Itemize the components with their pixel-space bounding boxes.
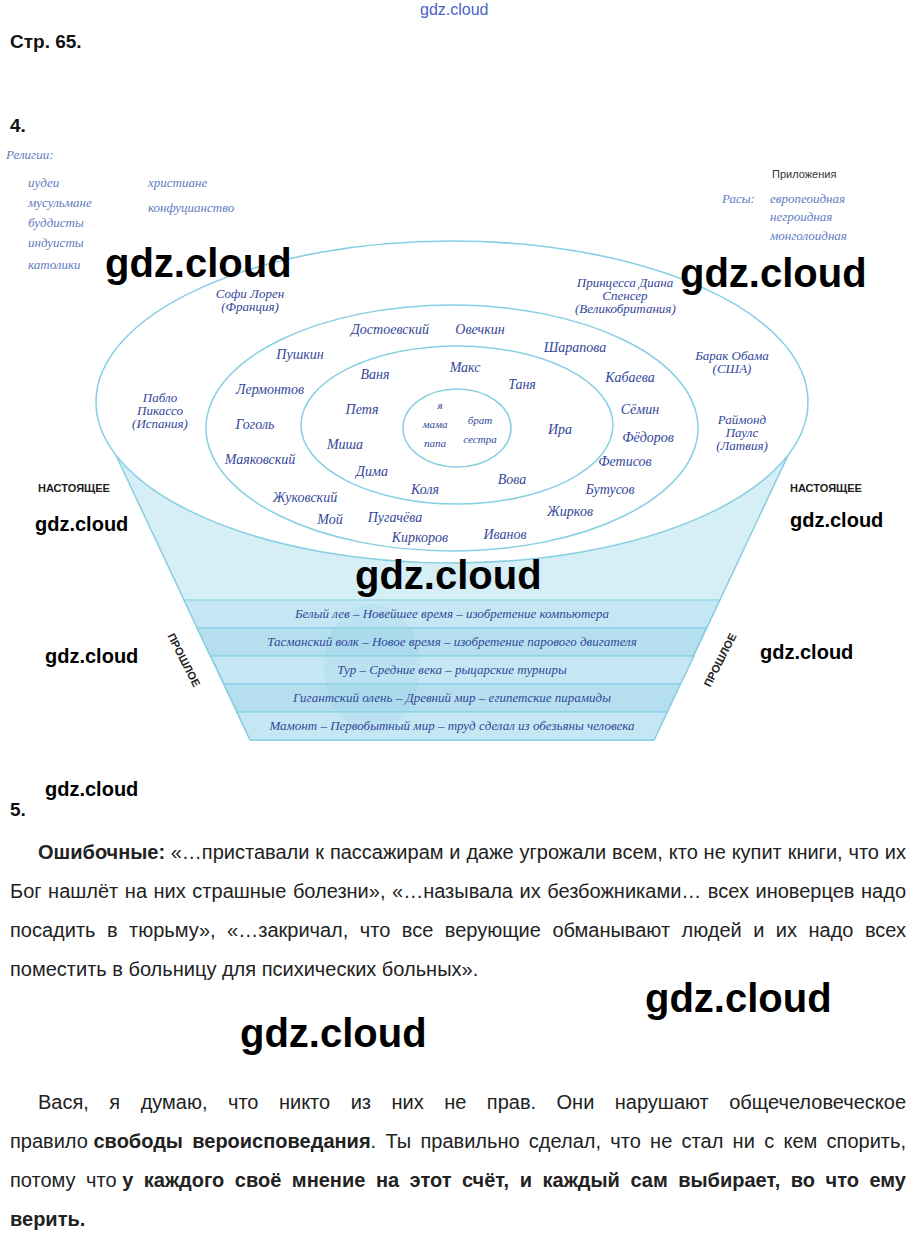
era-text: Гигантский олень – Древний мир – египетс… xyxy=(293,691,611,705)
era-band: Тасманский волк – Новое время – изобрете… xyxy=(197,628,706,656)
circle-ring: Достоевский ОвечкинПушкин ШараповаЛермонто… xyxy=(205,304,699,552)
person-name: Принцесса Диана Спенсер (Великобритания) xyxy=(575,276,675,315)
task-number: 5. xyxy=(10,800,26,821)
band-shape xyxy=(184,600,720,628)
watermark: gdz.cloud xyxy=(105,243,292,283)
person-name: Миша xyxy=(327,438,363,452)
answer-emphasis: свободы вероисповедания xyxy=(93,1130,370,1152)
era-band: Мамонт – Первобытный мир – труд сделал и… xyxy=(237,712,667,740)
person-name: Достоевский xyxy=(351,323,429,337)
watermark: gdz.cloud xyxy=(760,642,853,662)
watermark: gdz.cloud xyxy=(45,779,138,799)
watermark: gdz.cloud xyxy=(420,2,489,18)
person-name: брат xyxy=(468,413,492,427)
race-item: монголоидная xyxy=(770,229,847,243)
person-name: Таня xyxy=(508,378,536,392)
ring-shape xyxy=(301,346,613,504)
person-name: Вова xyxy=(498,473,527,487)
person-name: Фетисов xyxy=(598,455,651,469)
person-name: Петя xyxy=(346,403,379,417)
circle-ring: я мама папа брат сестра xyxy=(402,388,512,468)
person-name: Гоголь xyxy=(236,418,275,432)
person-name: Софи Лорен (Франция) xyxy=(215,287,285,313)
answer-emphasis: у каждого своё мнение на этот счёт, и ка… xyxy=(10,1169,906,1230)
watermark: gdz.cloud xyxy=(355,555,542,595)
time-label: ПРОШЛОЕ xyxy=(701,631,738,688)
time-label: НАСТОЯЩЕЕ xyxy=(38,482,110,494)
watermark: gdz.cloud xyxy=(35,514,128,534)
time-label: ПРОШЛОЕ xyxy=(165,631,202,688)
answer-paragraph: Вася, я думаю, что никто из них не прав.… xyxy=(10,1083,906,1239)
answer-paragraph: Ошибочные:«…приставали к пассажирам и да… xyxy=(10,833,906,989)
band-shape xyxy=(237,712,667,740)
person-name: Киркоров xyxy=(392,531,448,545)
era-text: Мамонт – Первобытный мир – труд сделал и… xyxy=(269,719,634,733)
religion-item: мусульмане xyxy=(28,196,92,210)
era-text: Белый лев – Новейшее время – изобретение… xyxy=(295,607,609,621)
ellipse-outline xyxy=(402,388,512,468)
band-shape xyxy=(224,684,681,712)
person-name: Мой xyxy=(317,513,342,527)
task-number: 4. xyxy=(10,116,26,137)
watermark: gdz.cloud xyxy=(680,253,867,293)
religion-item: индуисты xyxy=(28,236,84,250)
race-heading: Расы: xyxy=(722,192,755,206)
watermark: gdz.cloud xyxy=(45,646,138,666)
answer-heading: Ошибочные: xyxy=(38,841,165,863)
era-text: Тасманский волк – Новое время – изобрете… xyxy=(267,635,637,649)
person-name: Кабаева xyxy=(605,371,655,385)
person-name: Раймонд Паулс (Латвия) xyxy=(711,413,773,452)
person-name: Пугачёва xyxy=(368,511,422,525)
person-name: папа xyxy=(424,436,446,450)
era-text: Тур – Средние века – рыцарские турниры xyxy=(337,663,567,677)
person-name: Маяковский xyxy=(225,453,296,467)
era-band: Тур – Средние века – рыцарские турниры xyxy=(211,656,694,684)
person-name: Иванов xyxy=(483,528,526,542)
band-shape xyxy=(211,656,694,684)
religion-item: иудеи xyxy=(28,176,59,190)
person-name: Барак Обама (США) xyxy=(692,349,772,375)
watermark: gdz.cloud xyxy=(645,978,832,1018)
person-name: Ваня xyxy=(360,368,389,382)
religion-item: христиане xyxy=(148,176,207,190)
religion-item: буддисты xyxy=(28,216,84,230)
person-name: Пушкин xyxy=(276,348,323,362)
ring-shape xyxy=(403,389,511,467)
person-name: Ира xyxy=(548,423,572,437)
religion-item: католики xyxy=(28,258,81,272)
person-name: Дима xyxy=(356,465,388,479)
era-band: Белый лев – Новейшее время – изобретение… xyxy=(184,600,720,628)
person-name: мама xyxy=(422,417,447,431)
circle-ring: Ваня МаксТаняПетяИраМишаДимаКоля Вова я мама… xyxy=(300,345,614,505)
person-name: Лермонтов xyxy=(236,383,304,397)
person-name: Коля xyxy=(411,483,439,497)
era-band: Гигантский олень – Древний мир – египетс… xyxy=(224,684,681,712)
race-item: негроидная xyxy=(770,210,832,224)
person-name: Пабло Пикассо (Испания) xyxy=(129,391,191,430)
religion-item: конфуцианство xyxy=(148,201,234,215)
time-label: НАСТОЯЩЕЕ xyxy=(790,482,862,494)
ring-shape xyxy=(206,305,698,551)
person-name: Жуковский xyxy=(273,491,337,505)
religion-heading: Религии: xyxy=(6,148,54,162)
person-name: Сёмин xyxy=(621,403,659,417)
appendix-note: Приложения xyxy=(772,168,836,180)
race-item: европеоидная xyxy=(770,192,845,206)
person-name: сестра xyxy=(463,432,496,446)
page-number: Стр. 65. xyxy=(10,32,82,53)
person-name: Фёдоров xyxy=(622,431,674,445)
watermark: gdz.cloud xyxy=(240,1013,427,1053)
person-name: Овечкин xyxy=(455,323,504,337)
ellipse-outline xyxy=(205,304,699,552)
person-name: Макс xyxy=(450,361,481,375)
band-shape xyxy=(197,628,706,656)
person-name: Жирков xyxy=(547,505,593,519)
person-name: я xyxy=(437,398,442,412)
watermark: gdz.cloud xyxy=(790,510,883,530)
person-name: Бутусов xyxy=(585,483,634,497)
person-name: Шарапова xyxy=(544,341,607,355)
